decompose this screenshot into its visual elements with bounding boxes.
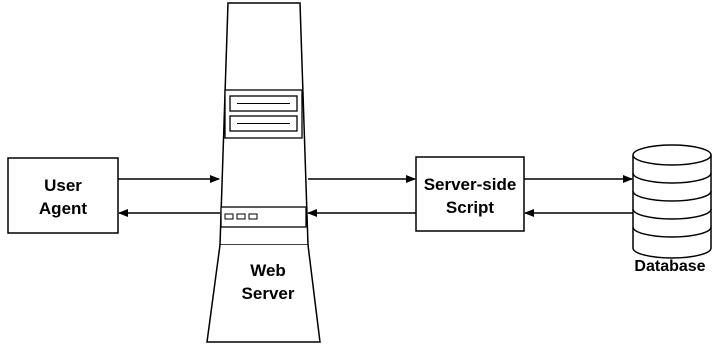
web-server-node: Web Server [206, 2, 321, 343]
database-ring-1 [632, 172, 712, 184]
user-agent-box [7, 157, 119, 234]
database-ring-3 [632, 208, 712, 220]
status-panel [220, 206, 307, 228]
web-server-base [206, 244, 321, 343]
web-server-label-line1: Web [250, 261, 286, 280]
status-light-3 [248, 213, 258, 220]
user-agent-label-line2: Agent [39, 199, 88, 218]
status-light-1 [224, 213, 234, 220]
script-node: Server-side Script [415, 156, 525, 232]
database-ring-4 [632, 226, 712, 238]
script-label-line1: Server-side [424, 175, 517, 194]
database-label: Database [634, 258, 705, 275]
database-node: Database [632, 144, 712, 275]
user-agent-node: User Agent [7, 157, 119, 234]
script-label-line2: Script [446, 198, 495, 217]
user-agent-label-line1: User [44, 176, 82, 195]
database-cylinder [632, 155, 712, 259]
database-ring-2 [632, 190, 712, 202]
web-server-label-line2: Server [242, 284, 295, 303]
status-light-2 [236, 213, 246, 220]
script-box [415, 156, 525, 232]
database-top [632, 144, 712, 166]
